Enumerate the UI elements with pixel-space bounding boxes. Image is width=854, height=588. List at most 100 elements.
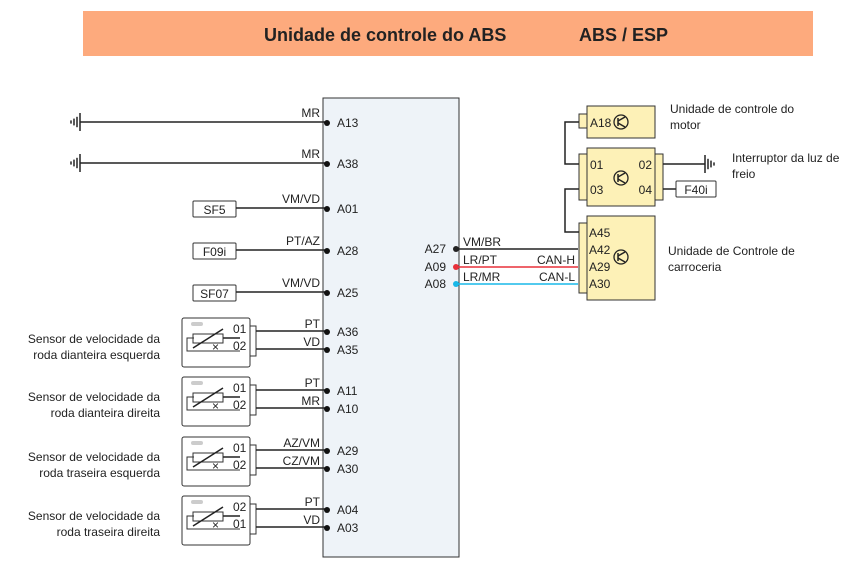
connector — [578, 222, 588, 294]
engine-module-label: Unidade de controle do motor — [670, 102, 795, 132]
sensor-tag — [191, 381, 203, 385]
ecu-pin-label: A30 — [337, 462, 359, 476]
transistor-icon — [617, 116, 626, 122]
fuse-box — [192, 242, 237, 260]
sensor-pin: 02 — [233, 500, 247, 514]
wire-color-label: MR — [301, 394, 320, 408]
sensor-tag — [191, 441, 203, 445]
can-signal-label: CAN-H — [537, 253, 575, 267]
module-pin-label: 01 — [590, 158, 604, 172]
module-pin-label: A18 — [590, 116, 612, 130]
connector — [654, 153, 664, 201]
sensor-x: × — [212, 518, 219, 532]
fuse-label: SF5 — [203, 203, 225, 217]
pin-dot — [324, 329, 330, 335]
sensor-label: Sensor de velocidade da roda traseira di… — [27, 509, 160, 539]
wire-color-label: VM/BR — [463, 235, 501, 249]
fuse-box — [192, 200, 237, 218]
connector — [249, 325, 257, 357]
pin-dot — [324, 206, 330, 212]
transistor-icon — [613, 249, 629, 265]
transistor-icon — [613, 170, 629, 186]
transistor-icon — [617, 172, 626, 178]
header-banner: Unidade de controle do ABS ABS / ESP — [83, 11, 813, 56]
sensor-label: Sensor de velocidade da roda dianteira e… — [27, 332, 160, 362]
sensor-pin: 02 — [233, 398, 247, 412]
fuse-label: F09i — [203, 245, 226, 259]
wire-color-label: PT — [305, 495, 321, 509]
ecu-pin-label: A11 — [337, 384, 358, 398]
transistor-icon — [617, 257, 626, 263]
wire-color-label: VD — [303, 335, 320, 349]
pin-dot — [324, 507, 330, 513]
body-module-label: Unidade de Controle de carroceria — [668, 244, 795, 274]
wire — [564, 188, 579, 233]
wire-color-label: AZ/VM — [283, 436, 320, 450]
ecu-pin-label: A09 — [425, 260, 447, 274]
sensor-x: × — [212, 340, 219, 354]
header-code: ABS / ESP — [579, 25, 669, 45]
abs-ecu-box — [322, 97, 460, 558]
pin-dot — [324, 406, 330, 412]
pin-dot — [324, 161, 330, 167]
sensor-pin: 01 — [233, 517, 247, 531]
resistor-icon — [192, 328, 224, 349]
sensor-wire — [186, 515, 240, 530]
pin-dot — [324, 248, 330, 254]
module-pin-label: A29 — [589, 260, 611, 274]
pin-dot — [324, 466, 330, 472]
connector — [249, 503, 257, 535]
transistor-icon — [613, 114, 629, 130]
ecu-pin-label: A38 — [337, 157, 359, 171]
fuse-label: F40i — [684, 183, 707, 197]
ecu-pin-label: A25 — [337, 286, 359, 300]
fuse-box — [192, 284, 237, 302]
transistor-icon — [617, 122, 626, 128]
sensor-label: Sensor de velocidade da roda dianteira d… — [27, 390, 160, 420]
module-pin-label: 03 — [590, 183, 604, 197]
ecu-pin-label: A27 — [425, 242, 447, 256]
ecu-pin-label: A13 — [337, 116, 359, 130]
sensor-wire — [186, 396, 240, 411]
ecu-pin-label: A03 — [337, 521, 359, 535]
ecu-pin-label: A01 — [337, 202, 359, 216]
brake-switch-label: Interruptor da luz de freio — [732, 151, 840, 181]
engine-module-box — [586, 105, 656, 139]
can-signal-label: CAN-L — [539, 270, 575, 284]
module-pin-label: A45 — [589, 226, 611, 240]
sensor-pin: 02 — [233, 339, 247, 353]
module-pin-label: 02 — [639, 158, 653, 172]
wire-color-label: LR/MR — [463, 270, 501, 284]
wire-color-label: VD — [303, 513, 320, 527]
wire-color-label: VM/VD — [282, 276, 320, 290]
module-pin-label: A42 — [589, 243, 611, 257]
brake-switch-box — [586, 147, 656, 207]
connector — [578, 153, 588, 201]
sensor-wire — [186, 337, 240, 352]
pin-dot — [324, 120, 330, 126]
ecu-pin-label: A04 — [337, 503, 359, 517]
wire-color-label: LR/PT — [463, 253, 498, 267]
pin-dot — [324, 525, 330, 531]
resistor-icon — [192, 387, 224, 408]
pin-dot — [324, 388, 330, 394]
sensor-tag — [191, 322, 203, 326]
connector — [578, 113, 588, 129]
sensor-x: × — [212, 459, 219, 473]
transistor-icon — [617, 178, 626, 184]
ecu-pin-label: A08 — [425, 277, 447, 291]
resistor-icon — [192, 506, 224, 527]
sensor-pin: 02 — [233, 458, 247, 472]
wire — [564, 121, 579, 165]
fuse-box — [675, 180, 717, 198]
fuse-label: SF07 — [200, 287, 229, 301]
transistor-icon — [617, 251, 626, 257]
sensor-pin: 01 — [233, 441, 247, 455]
ecu-pin-label: A29 — [337, 444, 359, 458]
connector — [249, 444, 257, 476]
pin-dot — [324, 347, 330, 353]
pin-dot — [324, 290, 330, 296]
module-pin-label: A30 — [589, 277, 611, 291]
sensor-pin: 01 — [233, 381, 247, 395]
